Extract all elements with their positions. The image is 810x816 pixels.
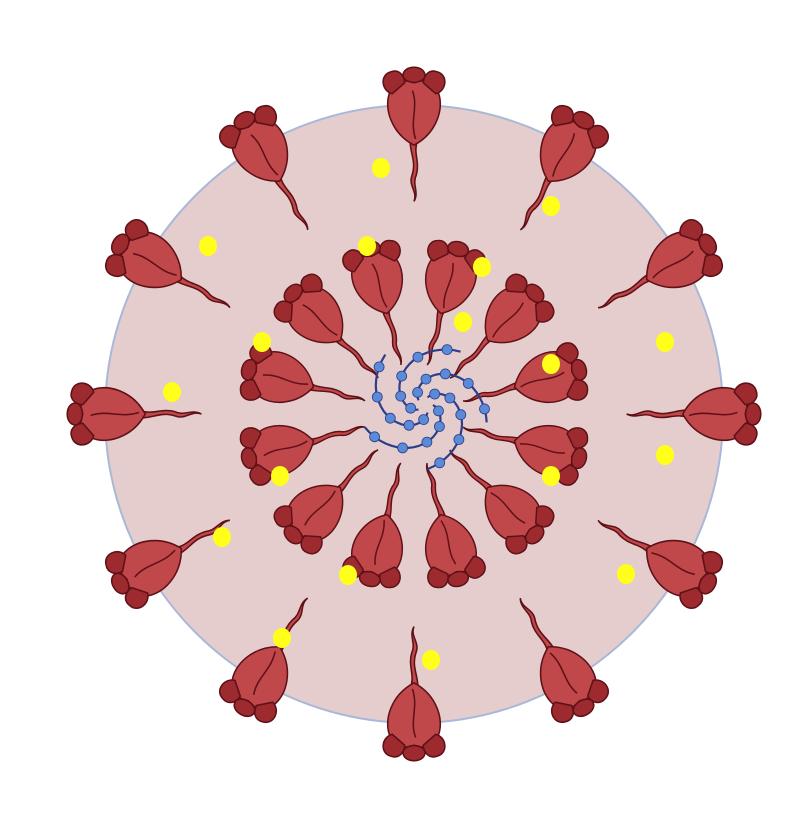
genome-bead bbox=[434, 422, 444, 432]
genome-bead bbox=[454, 435, 464, 445]
genome-bead bbox=[413, 387, 423, 397]
genome-bead bbox=[397, 371, 407, 381]
genome-bead bbox=[406, 403, 416, 413]
yellow-particle bbox=[199, 236, 217, 256]
genome-bead bbox=[404, 420, 414, 430]
genome-bead bbox=[430, 389, 440, 399]
genome-bead bbox=[372, 392, 382, 402]
genome-bead bbox=[374, 362, 384, 372]
genome-bead bbox=[370, 432, 380, 442]
genome-bead bbox=[413, 352, 423, 362]
yellow-particle bbox=[454, 312, 472, 332]
genome-bead bbox=[442, 345, 452, 355]
yellow-particle bbox=[271, 466, 289, 486]
yellow-particle bbox=[656, 332, 674, 352]
yellow-particle bbox=[358, 236, 376, 256]
yellow-particle bbox=[372, 158, 390, 178]
yellow-particle bbox=[617, 564, 635, 584]
yellow-particle bbox=[473, 257, 491, 277]
yellow-particle bbox=[213, 527, 231, 547]
yellow-particle bbox=[656, 445, 674, 465]
genome-bead bbox=[396, 391, 406, 401]
genome-bead bbox=[456, 410, 466, 420]
genome-bead bbox=[480, 404, 490, 414]
yellow-particle bbox=[422, 650, 440, 670]
yellow-particle bbox=[542, 354, 560, 374]
yellow-particle bbox=[163, 382, 181, 402]
genome-bead bbox=[463, 378, 473, 388]
yellow-particle bbox=[273, 628, 291, 648]
genome-bead bbox=[419, 415, 429, 425]
genome-bead bbox=[434, 406, 444, 416]
yellow-particle bbox=[339, 565, 357, 585]
yellow-particle bbox=[542, 196, 560, 216]
genome-bead bbox=[445, 393, 455, 403]
yellow-particle bbox=[253, 332, 271, 352]
yellow-particle bbox=[542, 466, 560, 486]
genome-bead bbox=[385, 413, 395, 423]
genome-bead bbox=[440, 369, 450, 379]
genome-bead bbox=[421, 374, 431, 384]
genome-bead bbox=[435, 458, 445, 468]
genome-bead bbox=[422, 437, 432, 447]
virus-envelope bbox=[105, 105, 723, 723]
genome-bead bbox=[398, 443, 408, 453]
